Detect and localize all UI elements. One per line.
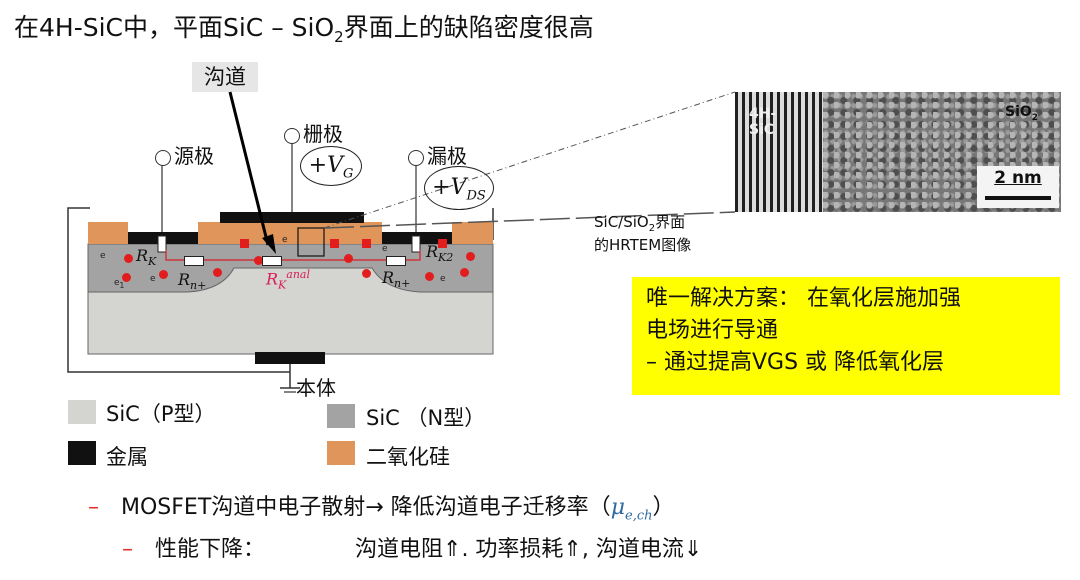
electron-label: e bbox=[100, 251, 106, 261]
resistor-n-plus-left bbox=[184, 256, 204, 266]
scale-bar-label: 2 nm bbox=[994, 168, 1042, 188]
current-path bbox=[165, 250, 421, 261]
resistor-channel bbox=[262, 256, 282, 266]
scale-bar-box: 2 nm bbox=[977, 166, 1059, 208]
source-terminal: 源极 bbox=[155, 140, 214, 169]
solution-box: 唯一解决方案： 在氧化层施加强 电场进行导通 – 通过提高VGS 或 降低氧化层 bbox=[632, 277, 1060, 395]
solution-line-1: 唯一解决方案： 在氧化层施加强 bbox=[646, 286, 961, 311]
legend-label-n-sic: SiC （N型） bbox=[366, 406, 486, 430]
legend-swatch-n-sic bbox=[327, 404, 355, 428]
legend-swatch-metal bbox=[68, 441, 96, 465]
gate-terminal: 栅极 bbox=[284, 118, 343, 147]
electron-dot bbox=[254, 256, 263, 265]
electron-dot bbox=[425, 272, 434, 281]
hrtem-sic-label: 4H-SiC bbox=[749, 106, 777, 138]
terminal-circle-icon bbox=[408, 149, 424, 166]
oxide-gate bbox=[198, 222, 382, 244]
source-contact-resistor bbox=[157, 235, 167, 253]
body-wire bbox=[67, 207, 290, 373]
hrtem-sio2-label: SiO2 bbox=[1005, 104, 1039, 123]
solution-line-3: – 通过提高VGS 或 降低氧化层 bbox=[646, 350, 945, 375]
rn-left-label: Rn+ bbox=[178, 270, 207, 293]
rn-right-label: Rn+ bbox=[382, 268, 411, 291]
rk-left-label: RK bbox=[136, 246, 157, 269]
legend-label-p-sic: SiC（P型） bbox=[106, 402, 216, 426]
electron-dot bbox=[213, 268, 222, 277]
interface-zoom-box bbox=[297, 227, 325, 257]
terminal-circle-icon bbox=[284, 127, 300, 144]
sic-lattice bbox=[735, 92, 823, 212]
page-title: 在4H-SiC中，平面SiC – SiO2界面上的缺陷密度很高 bbox=[14, 13, 594, 46]
electron-label: e bbox=[440, 274, 446, 284]
electron-dot bbox=[460, 268, 469, 277]
legend-swatch-p-sic bbox=[68, 400, 96, 424]
channel-arrow-line bbox=[228, 91, 270, 246]
terminal-circle-icon bbox=[155, 149, 171, 166]
zoom-leader-top bbox=[323, 91, 736, 229]
trap-square bbox=[438, 239, 447, 248]
electron-dot bbox=[159, 270, 168, 279]
resistor-n-plus-right bbox=[386, 256, 406, 266]
rk-channel-label: RKanal bbox=[266, 268, 310, 292]
body-terminal: 本体 bbox=[296, 376, 336, 400]
electron-label: e bbox=[382, 244, 388, 254]
rk2-label: RK2 bbox=[426, 242, 454, 265]
legend-swatch-oxide bbox=[327, 441, 355, 465]
bullet-scattering: –MOSFET沟道中电子散射→ 降低沟道电子迁移率（μe,ch） bbox=[88, 495, 675, 524]
channel-label: 沟道 bbox=[192, 62, 258, 92]
bullet-performance: –性能下降：沟道电阻⇑. 功率损耗⇑, 沟道电流⇓ bbox=[122, 537, 703, 562]
drain-contact-resistor bbox=[411, 235, 421, 253]
electron-label-e1: e1 bbox=[114, 278, 125, 290]
trap-square bbox=[330, 239, 339, 248]
oxide-right bbox=[452, 222, 493, 244]
solution-line-2: 电场进行导通 bbox=[646, 318, 779, 343]
electron-dot bbox=[466, 252, 475, 261]
drain-voltage: +VDS bbox=[424, 166, 494, 210]
gate-metal bbox=[220, 212, 364, 223]
scale-bar bbox=[985, 196, 1051, 200]
body-metal bbox=[255, 352, 325, 364]
legend-label-metal: 金属 bbox=[106, 445, 148, 469]
electron-dot bbox=[362, 269, 371, 278]
electron-label: e bbox=[150, 274, 156, 284]
hrtem-caption: SiC/SiO2界面 的HRTEM图像 bbox=[594, 213, 692, 254]
trap-square bbox=[240, 239, 249, 248]
electron-dot bbox=[124, 254, 133, 263]
zoom-leader-bottom bbox=[323, 211, 736, 229]
gate-voltage: +VG bbox=[300, 146, 362, 186]
channel-arrow-head bbox=[262, 234, 276, 254]
oxide-left bbox=[88, 222, 128, 244]
electron-dot bbox=[344, 254, 353, 263]
electron-label: e bbox=[282, 235, 288, 245]
legend-label-oxide: 二氧化硅 bbox=[366, 445, 450, 469]
drain-terminal: 漏极 bbox=[408, 140, 467, 169]
electron-dot bbox=[122, 273, 131, 282]
trap-square bbox=[362, 239, 371, 248]
hrtem-image: 4H-SiC SiO2 2 nm bbox=[735, 92, 1061, 212]
